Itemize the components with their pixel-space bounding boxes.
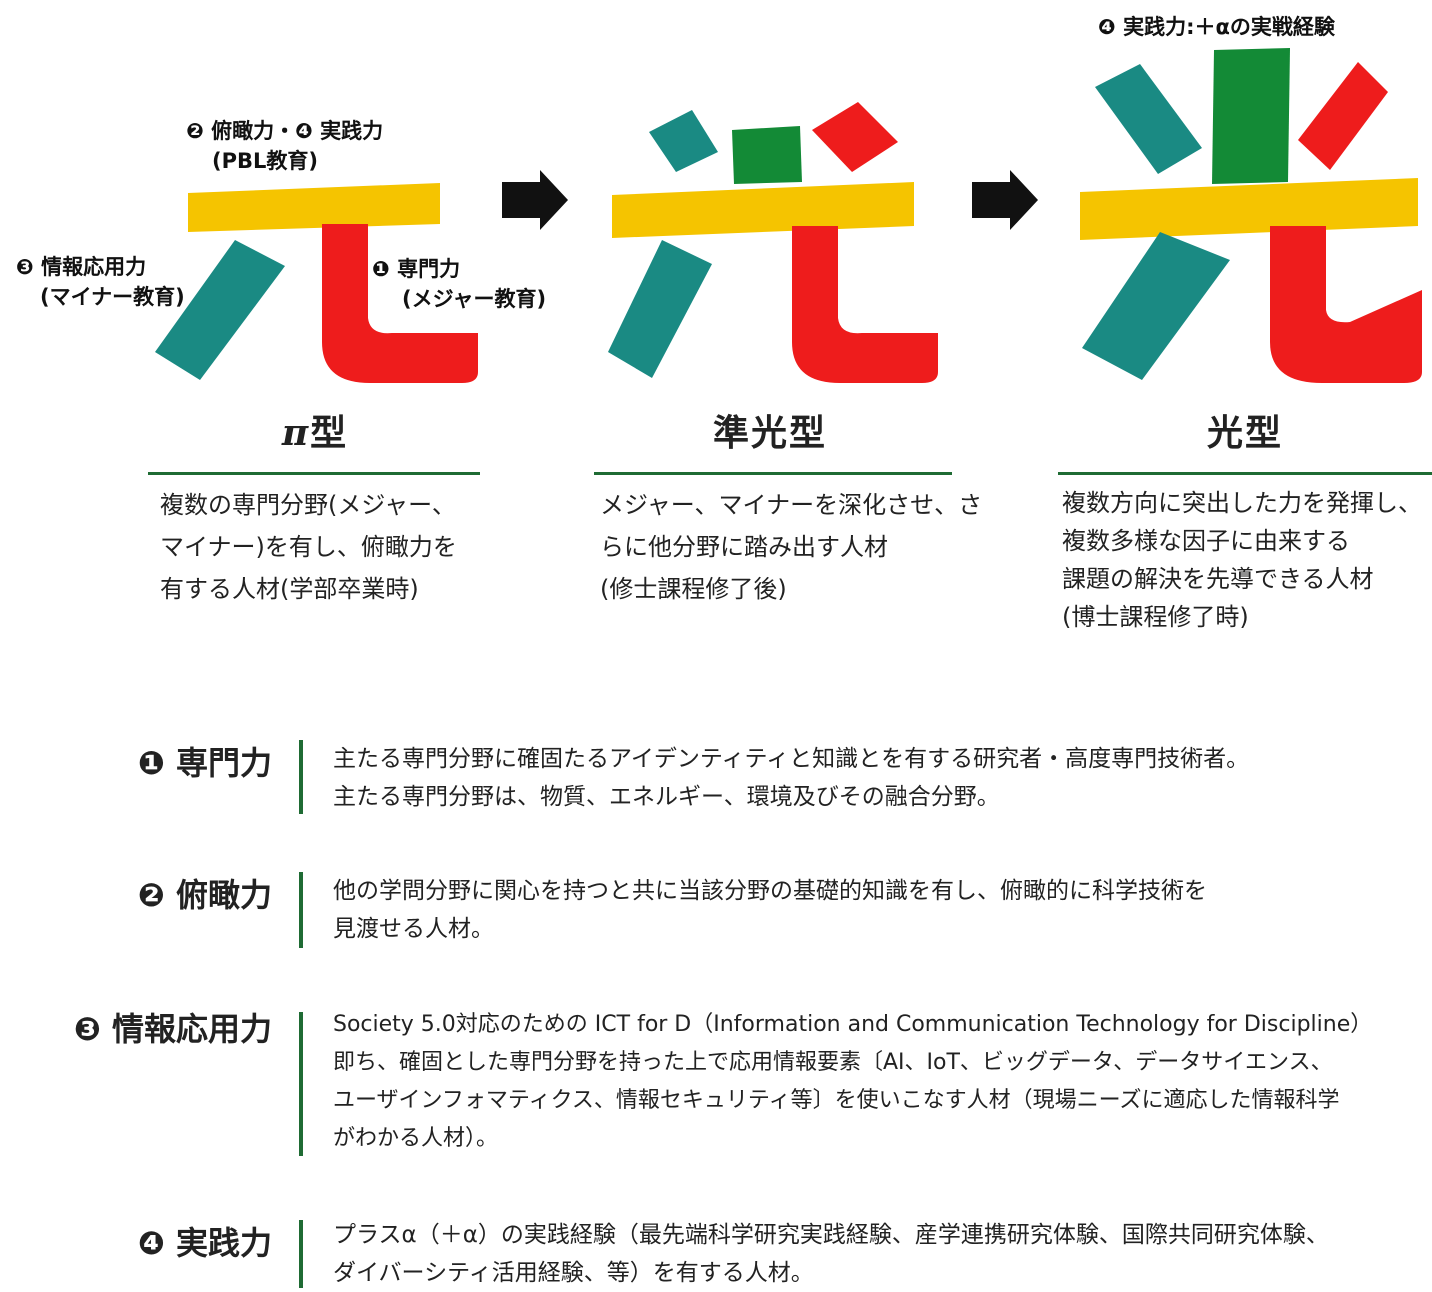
desc-line: (修士課程修了後) (600, 575, 787, 603)
pi-shape-figure (155, 48, 1422, 383)
desc-line: 複数方向に突出した力を発揮し、 (1062, 489, 1422, 517)
callout-pbl-sub: (PBL教育) (212, 149, 318, 173)
definition-line: 主たる専門分野は、物質、エネルギー、環境及びその融合分野。 (333, 784, 1000, 810)
callout-practice-top: ❹ 実践力:＋αの実戦経験 (1098, 15, 1335, 39)
definition-line: 即ち、確固とした専門分野を持った上で応用情報要素〔AI、IoT、ビッグデータ、デ… (333, 1050, 1333, 1075)
junko-teal-small (649, 110, 718, 172)
desc-pi: 複数の専門分野(メジャー、 マイナー)を有し、俯瞰力を 有する人材(学部卒業時) (160, 484, 457, 610)
junko-green-block (732, 126, 802, 184)
ko-teal-top (1095, 64, 1202, 174)
ko-yellow-bar (1080, 178, 1418, 240)
type-title-junko: 準光型 (712, 413, 827, 454)
definition-label: ❶ 専門力 (137, 744, 272, 782)
definition-bar (299, 740, 303, 814)
junko-red-stroke (792, 226, 938, 383)
definition-label: ❷ 俯瞰力 (137, 876, 272, 914)
pi-red-stroke (322, 224, 478, 383)
type-title-pi: π型 (200, 404, 430, 456)
desc-line: (博士課程修了時) (1062, 603, 1249, 631)
desc-line: 複数の専門分野(メジャー、 (160, 491, 456, 519)
desc-line: メジャー、マイナーを深化させ、さ (600, 491, 983, 519)
callout-major-sub: (メジャー教育) (402, 287, 547, 311)
desc-junko: メジャー、マイナーを深化させ、さ らに他分野に踏み出す人材 (修士課程修了後) (600, 484, 982, 610)
junko-red-small (812, 102, 898, 172)
rule-ko (1058, 472, 1432, 475)
desc-line: マイナー)を有し、俯瞰力を (160, 533, 457, 561)
desc-ko: 複数方向に突出した力を発揮し、 複数多様な因子に由来する 課題の解決を先導できる… (1062, 484, 1422, 636)
definition-line: ユーザインフォマティクス、情報セキュリティ等〕を使いこなす人材（現場ニーズに適応… (333, 1088, 1340, 1113)
ko-red-top (1298, 62, 1388, 170)
junko-yellow-bar (612, 182, 914, 238)
definition-line: 他の学問分野に関心を持つと共に当該分野の基礎的知識を有し、俯瞰的に科学技術を (333, 878, 1207, 904)
ko-red-stroke (1270, 226, 1422, 383)
definition-label: ❸ 情報応用力 (73, 1010, 272, 1048)
callout-info-sub: (マイナー教育) (40, 285, 185, 309)
pi-symbol: π (281, 412, 311, 454)
definition-line: がわかる人材）。 (333, 1126, 499, 1151)
callout-pbl: ❷ 俯瞰力・❹ 実践力 (186, 119, 384, 143)
definition-line: ダイバーシティ活用経験、等）を有する人材。 (333, 1260, 814, 1286)
arrow-right-icon (502, 170, 568, 230)
definition-line: プラスα（＋α）の実践経験（最先端科学研究実践経験、産学連携研究体験、国際共同研… (333, 1222, 1329, 1248)
definition-bar (299, 1012, 303, 1156)
junko-teal-stroke (608, 240, 712, 378)
callout-info: ❸ 情報応用力 (16, 255, 147, 279)
definition-line: 主たる専門分野に確固たるアイデンティティと知識とを有する研究者・高度専門技術者。 (333, 746, 1250, 772)
callout-major: ❶ 専門力 (372, 257, 461, 281)
ko-green-tall (1212, 48, 1290, 184)
definition-line: Society 5.0対応のための ICT for D（Information … (333, 1012, 1373, 1037)
definition-text: Society 5.0対応のための ICT for D（Information … (333, 1006, 1372, 1158)
desc-line: 課題の解決を先導できる人材 (1062, 565, 1374, 593)
desc-line: らに他分野に踏み出す人材 (600, 533, 888, 561)
definition-line: 見渡せる人材。 (333, 916, 494, 942)
ko-teal-stroke (1082, 232, 1230, 380)
rule-junko (594, 472, 952, 475)
desc-line: 有する人材(学部卒業時) (160, 575, 419, 603)
definition-bar (299, 872, 303, 948)
arrow-right-icon (972, 170, 1038, 230)
definition-bar (299, 1220, 303, 1288)
definition-label: ❹ 実践力 (137, 1224, 272, 1262)
type-title-ko: 光型 (1206, 413, 1283, 454)
pi-teal-stroke (155, 240, 285, 380)
definition-text: プラスα（＋α）の実践経験（最先端科学研究実践経験、産学連携研究体験、国際共同研… (333, 1216, 1329, 1292)
rule-pi (148, 472, 480, 475)
desc-line: 複数多様な因子に由来する (1062, 527, 1350, 555)
pi-yellow-bar (188, 183, 440, 232)
type-title-text: 型 (310, 413, 349, 454)
definition-text: 他の学問分野に関心を持つと共に当該分野の基礎的知識を有し、俯瞰的に科学技術を 見… (333, 872, 1207, 948)
definition-text: 主たる専門分野に確固たるアイデンティティと知識とを有する研究者・高度専門技術者。… (333, 740, 1249, 816)
